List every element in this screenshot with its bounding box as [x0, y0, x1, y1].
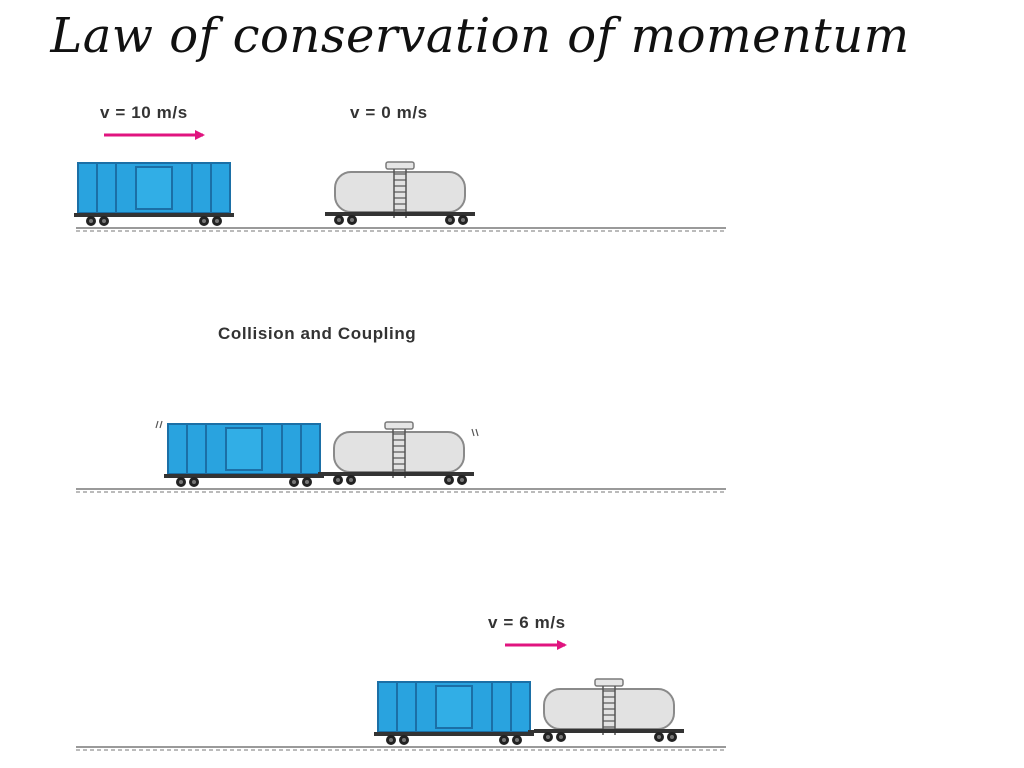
- combined-velocity-label: v = 6 m/s: [488, 613, 566, 632]
- boxcar: [73, 162, 235, 227]
- impact-marks-left: [155, 420, 163, 429]
- slide-title: Law of conservation of momentum: [50, 8, 910, 64]
- coupler: [318, 472, 332, 475]
- coupler: [528, 730, 542, 733]
- collision-caption: Collision and Coupling: [218, 324, 417, 343]
- impact-marks-right: [471, 428, 479, 437]
- boxcar: [163, 423, 325, 488]
- scene-before: [73, 130, 727, 232]
- scene-after: [75, 640, 727, 751]
- boxcar: [373, 681, 535, 746]
- scene-collision: [75, 420, 727, 493]
- track: [75, 227, 727, 232]
- tank-car: [324, 161, 476, 226]
- tank-car: [323, 421, 475, 486]
- track: [75, 488, 727, 493]
- boxcar-velocity-label: v = 10 m/s: [100, 103, 188, 122]
- tank-car: [533, 678, 685, 743]
- tanker-velocity-label: v = 0 m/s: [350, 103, 428, 122]
- track: [75, 746, 727, 751]
